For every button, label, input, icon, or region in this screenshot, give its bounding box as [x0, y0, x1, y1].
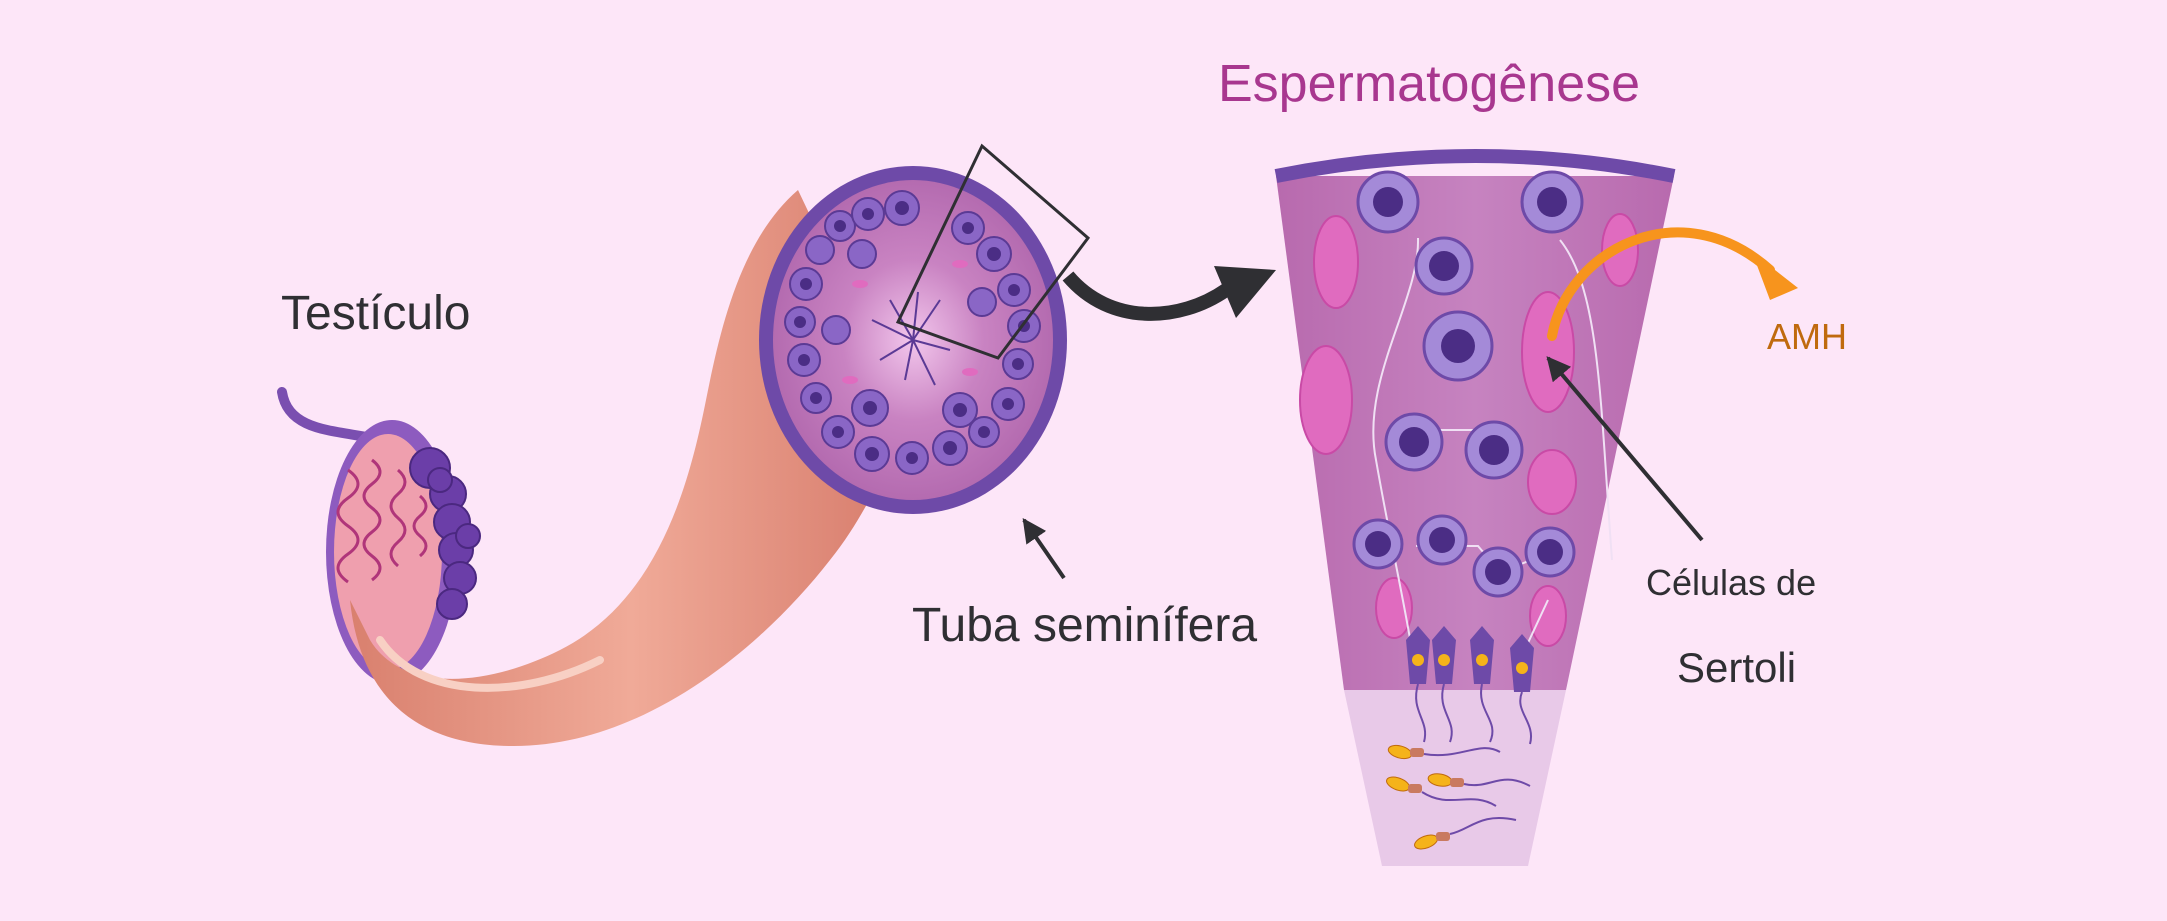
label-celulas-de: Células de	[1646, 562, 1817, 603]
spermatogenesis-wedge	[1274, 149, 1676, 866]
spermatids	[1406, 626, 1534, 745]
mature-sperm	[1386, 744, 1531, 850]
sertoli-pointer-arrow	[1546, 356, 1704, 542]
tubule-cross-section	[759, 166, 1067, 514]
testis-lobules	[336, 458, 428, 584]
sertoli-cells	[1299, 213, 1639, 647]
tuba-pointer-arrow	[1022, 518, 1066, 580]
zoom-box	[895, 143, 1091, 360]
label-sertoli: Sertoli	[1677, 644, 1797, 691]
cross-section-sertoli	[842, 260, 978, 384]
label-tuba-seminifera: Tuba seminífera	[912, 599, 1258, 652]
label-testiculo: Testículo	[281, 287, 471, 340]
cross-section-sperm	[871, 291, 951, 386]
epididymis	[409, 447, 481, 620]
germ-cell-nuclei	[1365, 187, 1567, 585]
zoom-arrow	[1062, 266, 1276, 321]
diagram-title: Espermatogênese	[1218, 55, 1641, 113]
label-amh: AMH	[1767, 316, 1847, 357]
amh-arrow	[1547, 227, 1798, 341]
